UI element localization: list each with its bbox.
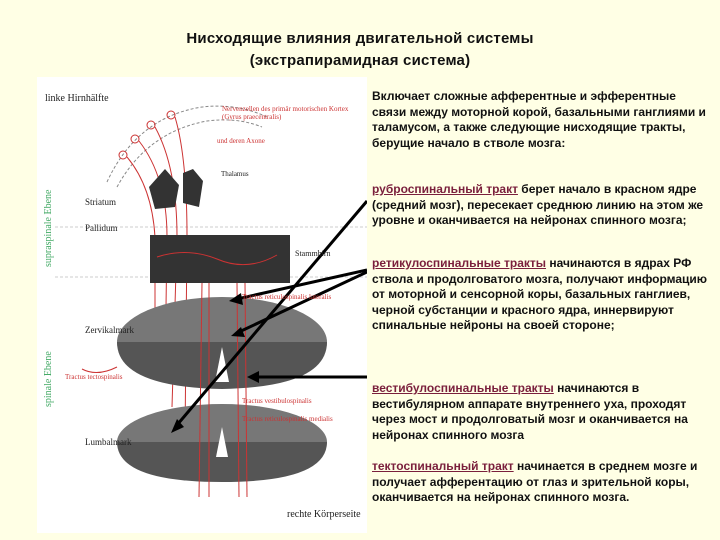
- tract-desc-vestibulospinal: начинаются в вестибулярном аппарате внут…: [372, 381, 688, 442]
- tract-rubrospinal: руброспинальный тракт берет начало в кра…: [372, 182, 712, 229]
- tract-tectospinal: тектоспинальный тракт начинается в средн…: [372, 459, 712, 506]
- label-axone: und deren Axone: [217, 137, 265, 145]
- intro-paragraph: Включает сложные афферентные и эфферентн…: [372, 89, 706, 150]
- label-stammhirn: Stammhirn: [295, 249, 331, 258]
- tract-vestibulospinal: вестибулоспинальные тракты начинаются в …: [372, 381, 712, 443]
- arrowheads: [171, 293, 259, 433]
- brainstem-block: [150, 235, 290, 283]
- label-striatum: Striatum: [85, 197, 116, 207]
- tract-term-tectospinal: тектоспинальный тракт: [372, 459, 514, 473]
- motor-system-figure: linke Hirnhälfte rechte Körperseite supr…: [37, 77, 367, 533]
- label-pallidum: Pallidum: [85, 223, 118, 233]
- figure-drawing: [55, 105, 367, 498]
- label-tr-lateralis: Tractus reticulospinalis lateralis: [242, 293, 332, 301]
- spinal-tracts: [81, 282, 248, 498]
- tract-desc-rubrospinal: берет начало в красном ядре (средний моз…: [372, 182, 704, 228]
- thalamus-shape: [183, 169, 203, 207]
- tract-desc-reticulospinal: начинаются в ядрах РФ ствола и продолгов…: [372, 256, 708, 333]
- text-background: [370, 77, 714, 537]
- pointer-arrows: [175, 200, 367, 426]
- label-thalamus: Thalamus: [221, 170, 249, 178]
- tract-reticulospinal: ретикулоспинальные тракты начинаются в я…: [372, 256, 712, 334]
- label-linke: linke Hirnhälfte: [45, 93, 109, 104]
- label-zervikal: Zervikalmark: [85, 325, 134, 335]
- striatum-shape: [149, 169, 179, 209]
- label-tr-tecto: Tractus tectospinalis: [65, 373, 123, 381]
- tract-desc-tectospinal: начинается в среднем мозге и получает аф…: [372, 459, 698, 505]
- brainstem-tract: [156, 252, 278, 266]
- tract-term-vestibulospinal: вестибулоспинальные тракты: [372, 381, 554, 395]
- lumbar-slice: [117, 404, 327, 482]
- label-rechte: rechte Körperseite: [287, 509, 361, 520]
- label-spinale: spinale Ebene: [43, 351, 54, 407]
- tract-term-reticulospinal: ретикулоспинальные тракты: [372, 256, 546, 270]
- tract-term-rubrospinal: руброспинальный тракт: [372, 182, 518, 196]
- label-supraspinale: supraspinale Ebene: [43, 189, 54, 267]
- cervical-slice: [117, 297, 327, 389]
- cortex-arc: [116, 119, 263, 188]
- title-line-2: (экстрапирамидная система): [249, 52, 471, 69]
- label-cortex: Nervenzellen des primär motorischen Kort…: [222, 105, 349, 121]
- title-line-1: Нисходящие влияния двигательной системы: [186, 30, 534, 47]
- label-tr-vestibulo: Tractus vestibulospinalis: [242, 397, 312, 405]
- label-lumbal: Lumbalmark: [85, 437, 132, 447]
- label-tr-medialis: Tractus reticulospinalis medialis: [242, 415, 333, 423]
